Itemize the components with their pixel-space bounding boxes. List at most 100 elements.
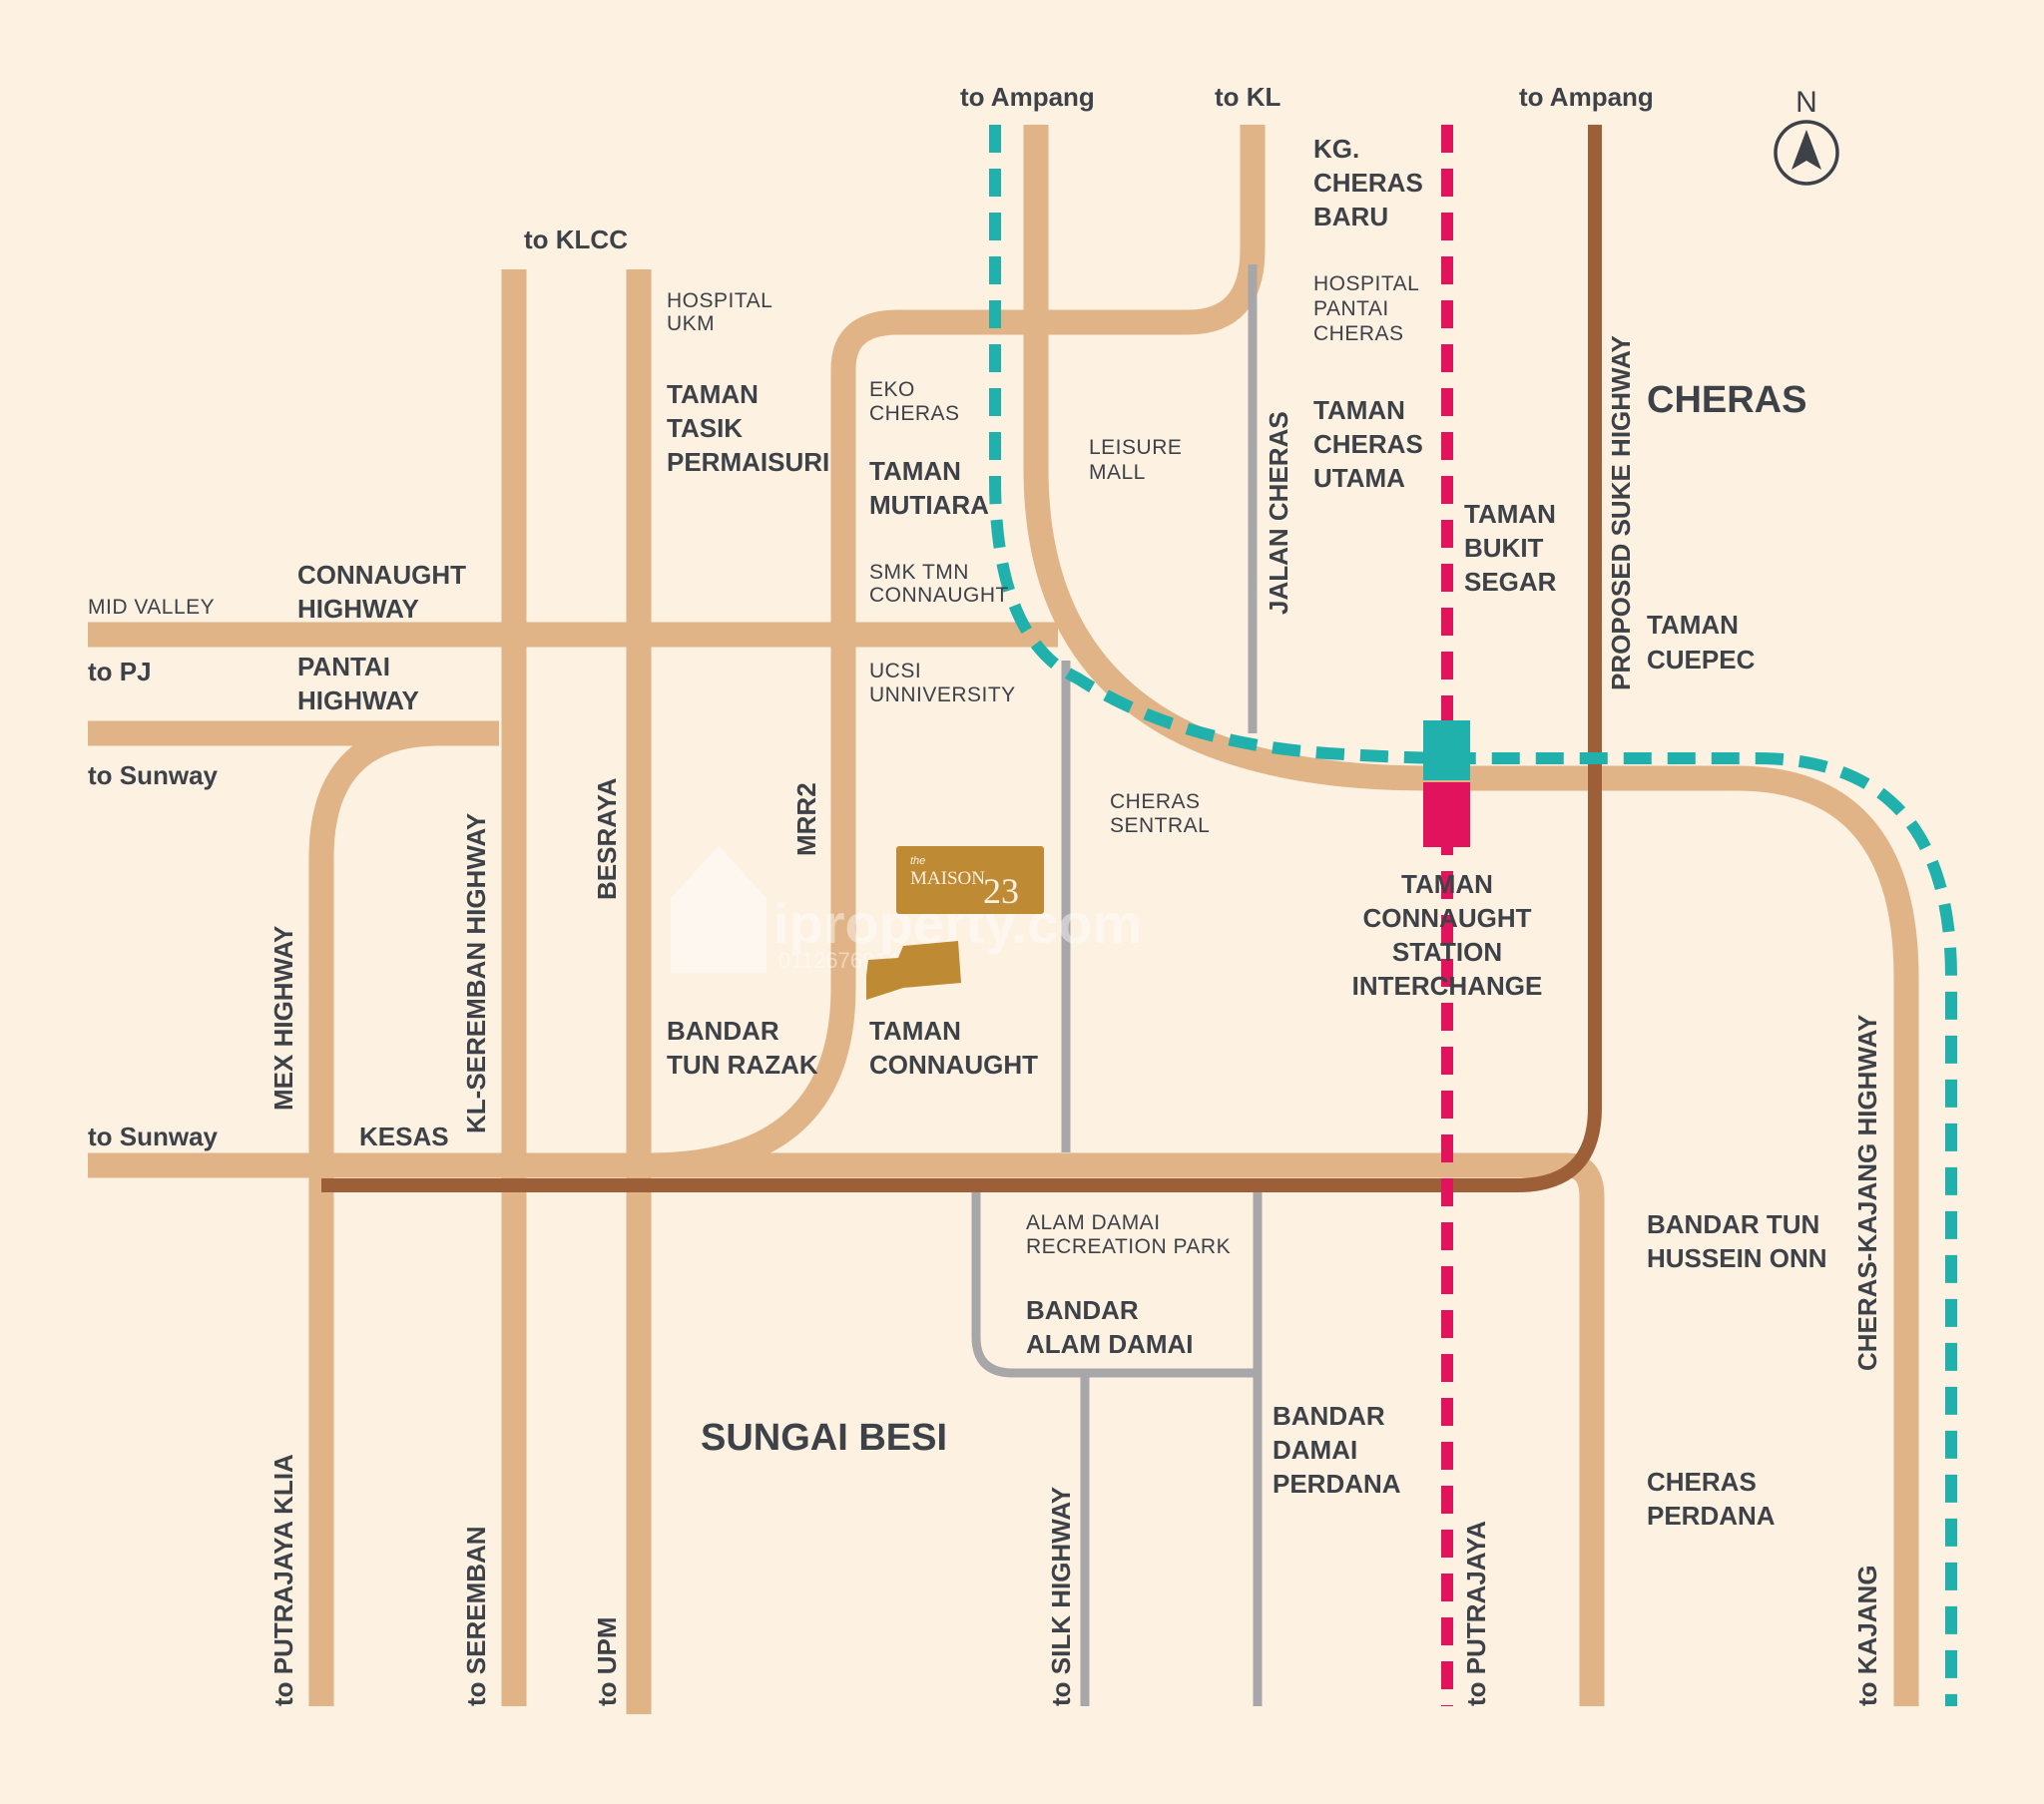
label-area-sungai-besi: SUNGAI BESI: [701, 1417, 947, 1459]
label-bandar-tun-hussein-onn-1: BANDAR TUN: [1647, 1209, 1819, 1239]
destination-labels: to Ampang to KL to Ampang to KLCC to PJ …: [88, 82, 1882, 1706]
label-to-ampang-left: to Ampang: [960, 82, 1095, 112]
project-logo-small: the: [910, 855, 925, 867]
label-leisure-mall-1: LEISURE: [1089, 436, 1182, 459]
label-cheras-perdana-1: CHERAS: [1647, 1467, 1757, 1497]
label-kesas: KESAS: [359, 1122, 449, 1151]
label-taman-cheras-utama-1: TAMAN: [1313, 395, 1405, 425]
label-to-putrajaya: to PUTRAJAYA: [1461, 1521, 1491, 1706]
place-labels: HOSPITAL UKM TAMAN TASIK PERMAISURI EKO …: [667, 134, 1827, 1531]
label-taman-tasik-permaisuri-3: PERMAISURI: [667, 447, 829, 477]
label-taman-connaught-1: TAMAN: [869, 1016, 961, 1046]
label-besraya: BESRAYA: [592, 777, 622, 900]
label-to-klcc: to KLCC: [524, 225, 628, 254]
compass: N: [1774, 86, 1839, 186]
compass-ring: [1774, 120, 1839, 186]
label-bandar-tun-razak-2: TUN RAZAK: [667, 1050, 818, 1080]
label-pantai-highway-2: HIGHWAY: [297, 685, 419, 715]
road-labels: MID VALLEY CONNAUGHT HIGHWAY PANTAI HIGH…: [88, 335, 1882, 1371]
label-to-ampang-right: to Ampang: [1519, 82, 1654, 112]
label-connaught-highway-2: HIGHWAY: [297, 594, 419, 624]
label-taman-bukit-segar-2: BUKIT: [1464, 533, 1544, 563]
label-taman-bukit-segar-1: TAMAN: [1464, 499, 1556, 529]
road-proposed-suke-highway: [321, 125, 1602, 1192]
label-hospital-ukm-2: UKM: [667, 312, 715, 335]
label-bandar-alam-damai-2: ALAM DAMAI: [1026, 1329, 1194, 1359]
rail-line-teal: [989, 125, 1957, 1706]
label-bandar-tun-razak-1: BANDAR: [667, 1016, 779, 1046]
project-logo-name: MAISON: [910, 868, 985, 889]
road-mex-highway: [308, 720, 499, 1706]
label-taman-mutiara-2: MUTIARA: [869, 490, 989, 520]
label-mex-highway: MEX HIGHWAY: [268, 926, 298, 1111]
label-taman-bukit-segar-3: SEGAR: [1464, 567, 1557, 597]
label-cheras-sentral-2: SENTRAL: [1110, 814, 1210, 837]
label-ucsi-university-1: UCSI: [869, 660, 921, 682]
label-ucsi-university-2: UNNIVERSITY: [869, 683, 1016, 706]
label-kl-seremban-highway: KL-SEREMBAN HIGHWAY: [461, 813, 491, 1133]
label-kg-cheras-baru-2: CHERAS: [1313, 168, 1423, 198]
label-taman-cheras-utama-3: UTAMA: [1313, 463, 1405, 493]
label-taman-tasik-permaisuri-1: TAMAN: [667, 379, 759, 409]
project-logo-box: [896, 846, 1044, 914]
label-to-putrajaya-klia: to PUTRAJAYA KLIA: [268, 1454, 298, 1706]
label-taman-tasik-permaisuri-2: TASIK: [667, 413, 743, 443]
project-logo-number: 23: [983, 871, 1019, 911]
road-ampang-to-cheras-kajang: [1023, 125, 1919, 1706]
label-mid-valley: MID VALLEY: [88, 596, 215, 619]
label-bandar-alam-damai-1: BANDAR: [1026, 1295, 1139, 1325]
label-to-kajang: to KAJANG: [1852, 1565, 1882, 1706]
label-taman-connaught-2: CONNAUGHT: [869, 1050, 1038, 1080]
label-to-upm: to UPM: [592, 1616, 622, 1706]
watermark-house-icon: [671, 846, 766, 973]
label-kg-cheras-baru-3: BARU: [1313, 202, 1388, 231]
road-mrr2: [648, 125, 1266, 1178]
label-station-2: CONNAUGHT: [1363, 903, 1532, 933]
label-hospital-ukm-1: HOSPITAL: [667, 289, 772, 312]
station-interchange-pink-block: [1423, 782, 1470, 847]
label-alam-damai-park-2: RECREATION PARK: [1026, 1235, 1231, 1258]
label-smk-tmn-connaught-1: SMK TMN: [869, 561, 969, 584]
label-smk-tmn-connaught-2: CONNAUGHT: [869, 584, 1009, 607]
label-alam-damai-park-1: ALAM DAMAI: [1026, 1211, 1161, 1234]
label-to-sunway-2: to Sunway: [88, 1122, 219, 1151]
label-taman-cuepec-1: TAMAN: [1647, 610, 1739, 640]
label-to-pj: to PJ: [88, 657, 152, 686]
north-arrow-icon: [1791, 130, 1821, 170]
label-connaught-highway-1: CONNAUGHT: [297, 560, 466, 590]
label-eko-cheras-2: CHERAS: [869, 402, 960, 425]
label-station-1: TAMAN: [1401, 869, 1493, 899]
label-eko-cheras-1: EKO: [869, 378, 915, 401]
label-hospital-pantai-cheras-2: PANTAI: [1313, 297, 1389, 320]
label-to-sunway-1: to Sunway: [88, 760, 219, 790]
label-cheras-sentral-1: CHERAS: [1110, 790, 1201, 813]
label-taman-cuepec-2: CUEPEC: [1647, 645, 1756, 675]
label-area-cheras: CHERAS: [1647, 379, 1806, 421]
label-taman-mutiara-1: TAMAN: [869, 456, 961, 486]
label-station-3: STATION: [1392, 937, 1502, 967]
label-bandar-damai-perdana-2: DAMAI: [1273, 1435, 1357, 1465]
label-to-seremban: to SEREMBAN: [461, 1526, 491, 1706]
label-hospital-pantai-cheras-3: CHERAS: [1313, 322, 1404, 345]
label-pantai-highway-1: PANTAI: [297, 652, 390, 681]
label-jalan-cheras: JALAN CHERAS: [1264, 411, 1293, 615]
project-site-plot: [866, 941, 961, 1000]
label-proposed-suke-highway: PROPOSED SUKE HIGHWAY: [1606, 335, 1636, 690]
area-labels: CHERAS SUNGAI BESI: [701, 379, 1806, 1459]
label-cheras-kajang-highway: CHERAS-KAJANG HIGHWAY: [1852, 1015, 1882, 1371]
label-taman-cheras-utama-2: CHERAS: [1313, 429, 1423, 459]
label-to-silk-highway: to SILK HIGHWAY: [1046, 1487, 1076, 1706]
road-alam-damai-loop: [971, 1182, 1258, 1378]
compass-letter: N: [1795, 86, 1817, 119]
label-hospital-pantai-cheras-1: HOSPITAL: [1313, 272, 1419, 295]
label-bandar-tun-hussein-onn-2: HUSSEIN ONN: [1647, 1243, 1827, 1273]
label-kg-cheras-baru-1: KG.: [1313, 134, 1359, 164]
label-leisure-mall-2: MALL: [1089, 461, 1146, 484]
station-interchange-teal-block: [1423, 720, 1470, 780]
label-bandar-damai-perdana-1: BANDAR: [1273, 1401, 1385, 1431]
label-station-4: INTERCHANGE: [1352, 971, 1543, 1001]
project-marker: the MAISON 23: [866, 846, 1044, 1000]
minor-roads: [971, 264, 1263, 1706]
label-cheras-perdana-2: PERDANA: [1647, 1501, 1776, 1531]
